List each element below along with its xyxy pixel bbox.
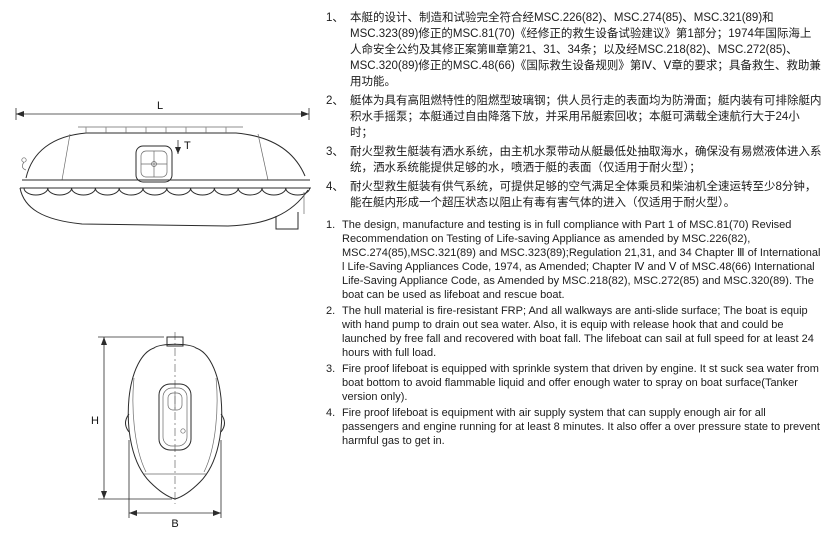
hull-bottom-outline	[19, 187, 309, 227]
chinese-spec-item-4: 4、 耐火型救生艇装有供气系统，可提供足够的空气满足全体乘员和柴油机全速运转至少…	[326, 179, 822, 211]
t-label: T	[184, 140, 191, 152]
english-spec-item-2: 2. The hull material is fire-resistant F…	[326, 304, 822, 360]
item-text: The design, manufacture and testing is i…	[342, 219, 821, 301]
item-number: 1.	[326, 219, 336, 231]
lifeboat-side-view-drawing: L	[15, 100, 311, 230]
english-spec-list: 1. The design, manufacture and testing i…	[326, 218, 822, 448]
top-hatch	[166, 336, 184, 347]
length-dimension: L	[15, 100, 310, 120]
item-text: 艇体为具有高阻燃特性的阻燃型玻璃钢；供人员行走的表面均为防滑面；艇内装有可排除艇…	[350, 95, 822, 139]
cabin-aft-line	[257, 133, 269, 181]
item-text: 耐火型救生艇装有供气系统，可提供足够的空气满足全体乘员和柴油机全速运转至少8分钟…	[350, 181, 817, 209]
chinese-spec-item-1: 1、 本艇的设计、制造和试验完全符合经MSC.226(82)、MSC.274(8…	[326, 10, 822, 90]
chinese-spec-item-3: 3、 耐火型救生艇装有洒水系统，由主机水泵带动从艇最低处抽取海水，确保没有易燃液…	[326, 144, 822, 176]
cabin-front-line	[61, 133, 71, 181]
canopy-outline	[25, 132, 306, 179]
item-text: 本艇的设计、制造和试验完全符合经MSC.226(82)、MSC.274(85)、…	[350, 12, 821, 88]
item-number: 4、	[326, 181, 344, 193]
breadth-label: B	[171, 518, 178, 528]
lifeboat-end-view-drawing: H B	[91, 332, 225, 528]
chinese-spec-item-2: 2、 艇体为具有高阻燃特性的阻燃型玻璃钢；供人员行走的表面均为防滑面；艇内装有可…	[326, 93, 822, 141]
item-number: 3、	[326, 146, 344, 158]
figures-panel: L	[0, 0, 325, 552]
chinese-spec-list: 1、 本艇的设计、制造和试验完全符合经MSC.226(82)、MSC.274(8…	[326, 10, 822, 211]
aft-door	[158, 383, 192, 451]
english-spec-item-1: 1. The design, manufacture and testing i…	[326, 218, 822, 302]
fender-left	[125, 413, 130, 433]
height-label: H	[91, 415, 99, 427]
inner-hull-line-left	[132, 377, 147, 473]
length-label: L	[157, 100, 163, 112]
item-number: 2、	[326, 95, 344, 107]
item-number: 4.	[326, 407, 336, 419]
inner-hull-line-right	[203, 377, 218, 473]
hull-section-outline	[127, 343, 223, 500]
height-dimension: H	[91, 336, 172, 500]
scalloped-fender	[23, 187, 311, 196]
item-number: 2.	[326, 305, 336, 317]
propeller-guard	[275, 192, 305, 230]
t-dimension: T	[175, 140, 191, 154]
entrance-hatch	[135, 145, 173, 183]
breadth-dimension: B	[128, 440, 222, 528]
spec-text: 1、 本艇的设计、制造和试验完全符合经MSC.226(82)、MSC.274(8…	[326, 10, 822, 450]
item-text: 耐火型救生艇装有洒水系统，由主机水泵带动从艇最低处抽取海水，确保没有易燃液体进入…	[350, 146, 822, 174]
item-text: Fire proof lifeboat is equipped with spr…	[342, 363, 819, 403]
fender-right	[220, 413, 225, 433]
item-number: 1、	[326, 12, 344, 24]
english-spec-item-4: 4. Fire proof lifeboat is equipment with…	[326, 406, 822, 448]
handrail-stanchions	[85, 127, 227, 133]
item-number: 3.	[326, 363, 336, 375]
item-text: Fire proof lifeboat is equipment with ai…	[342, 407, 820, 447]
item-text: The hull material is fire-resistant FRP;…	[342, 305, 814, 359]
english-spec-item-3: 3. Fire proof lifeboat is equipped with …	[326, 362, 822, 404]
bow-hook	[21, 157, 27, 171]
